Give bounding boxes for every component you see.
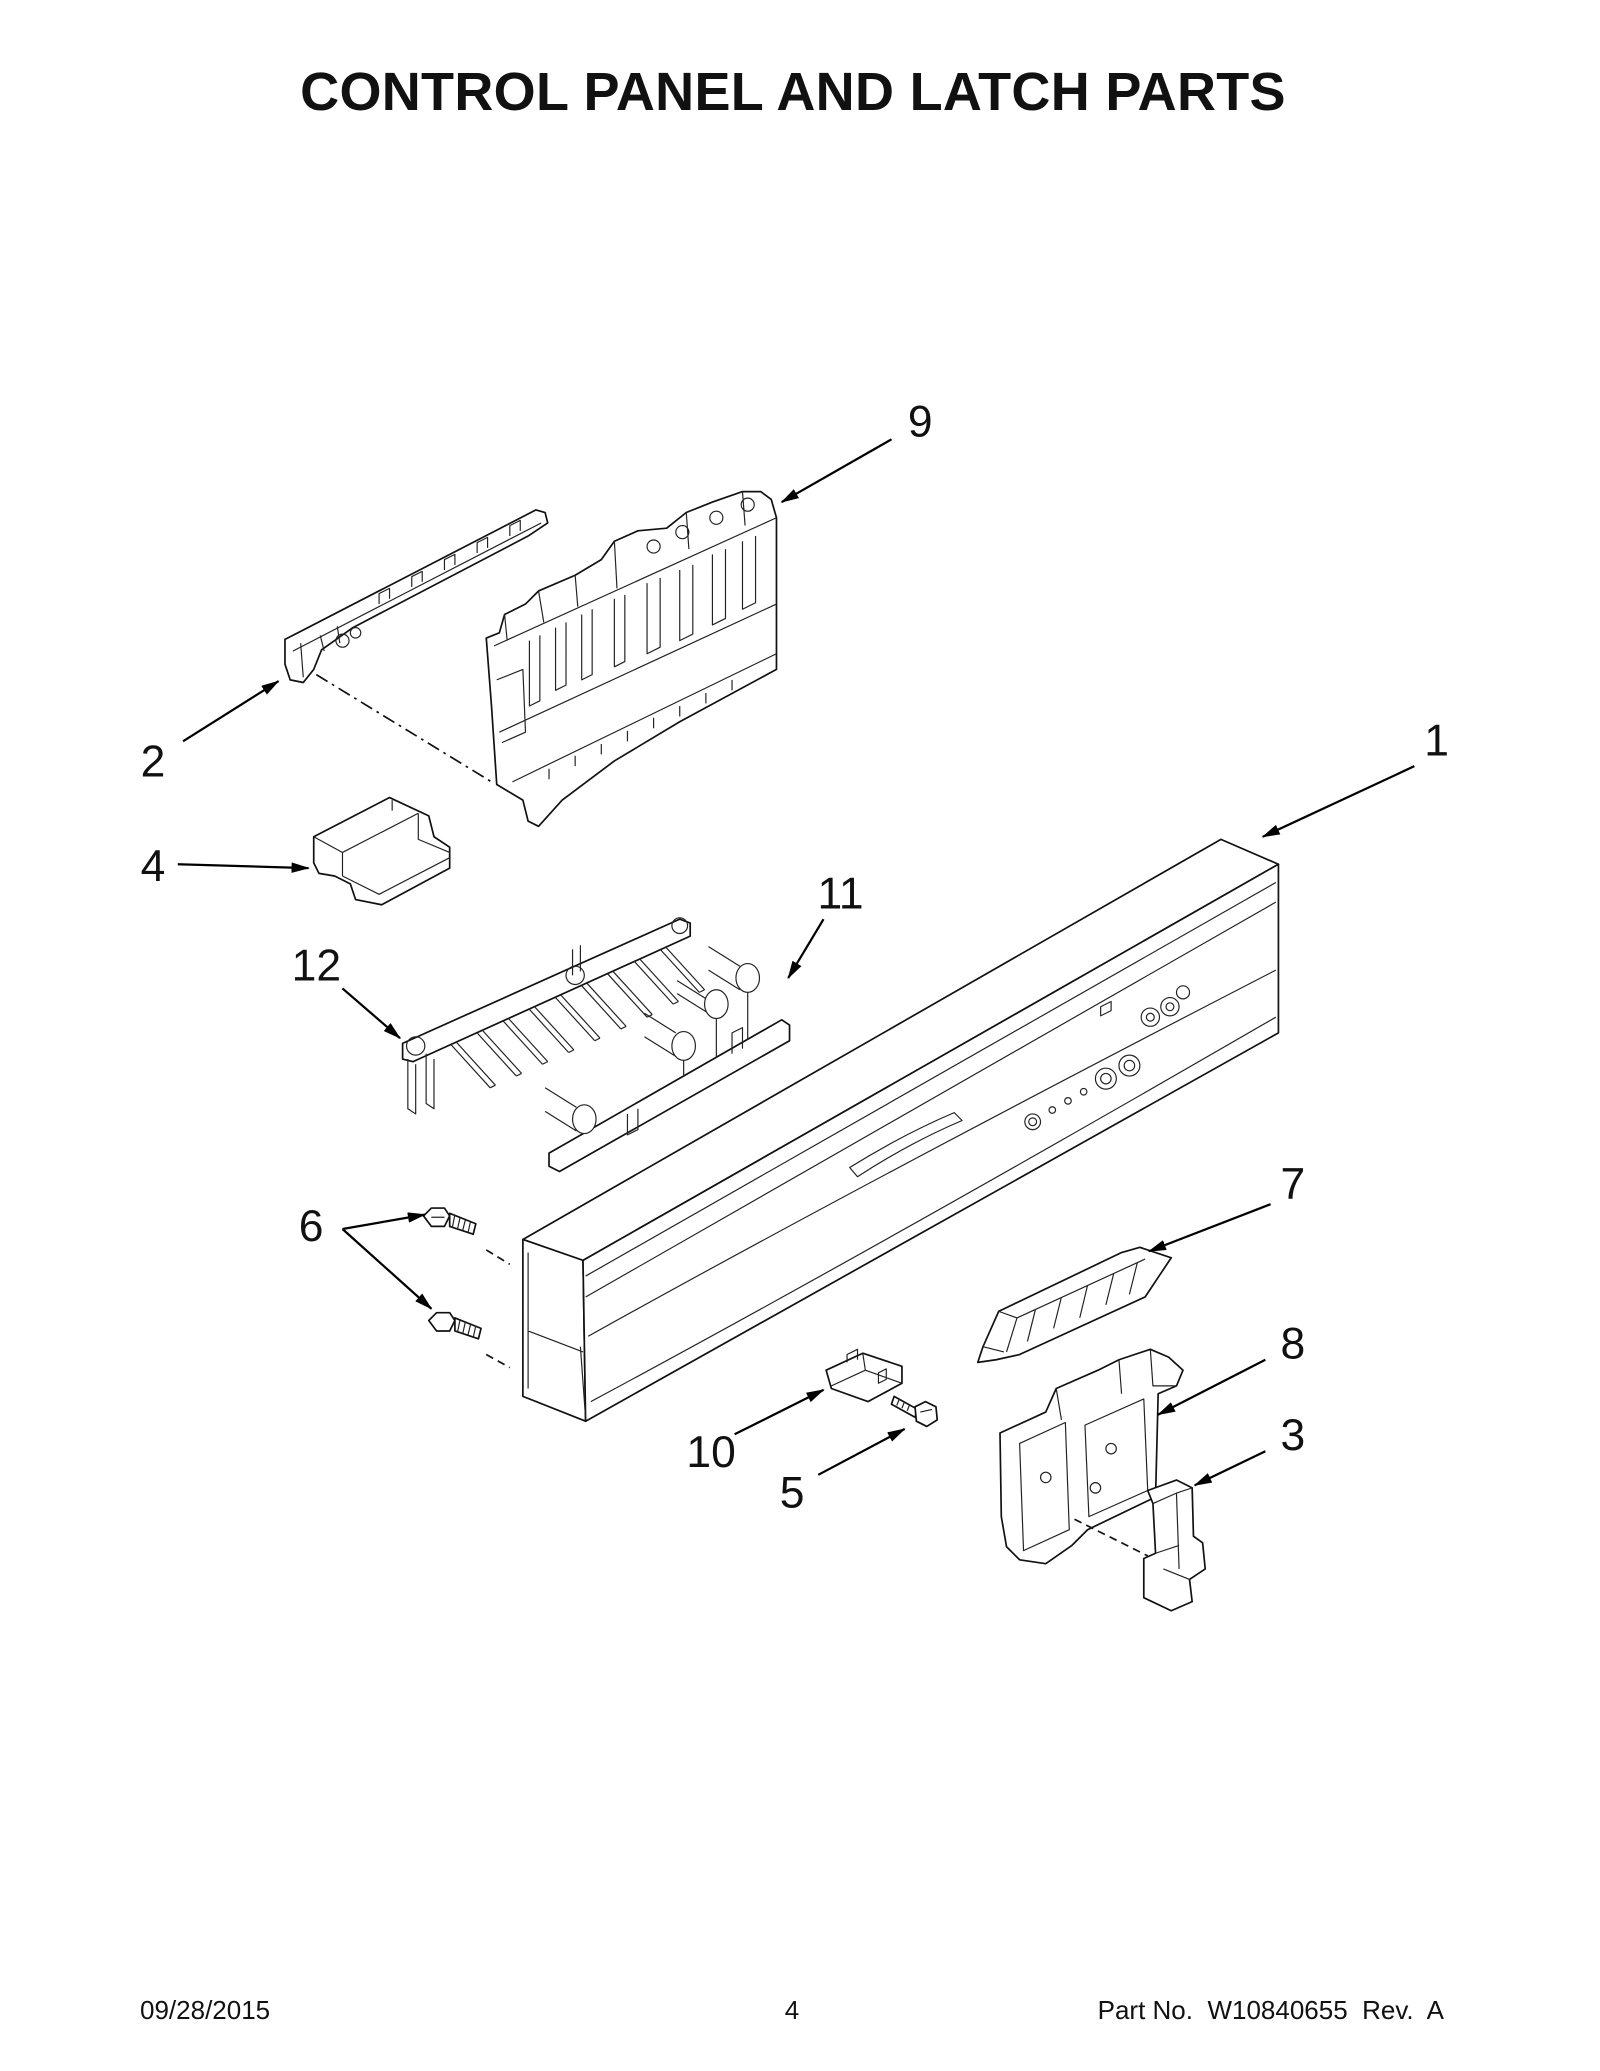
part-4-drawing — [312, 796, 451, 906]
alignment-line-8-to-3 — [1074, 1518, 1149, 1557]
leader-arrow-2 — [182, 680, 280, 743]
actuator-cap — [703, 989, 729, 1020]
callout-5: 5 — [780, 1468, 805, 1517]
actuator-cap — [735, 963, 761, 993]
insertion-lines-6 — [485, 1249, 511, 1369]
part-9-drawing — [485, 490, 778, 828]
part-2-drawing — [284, 509, 549, 684]
actuator-cap — [571, 1104, 597, 1135]
part-10-drawing — [825, 1348, 903, 1403]
callout-3: 3 — [1280, 1411, 1305, 1460]
part-12-drawing — [401, 917, 706, 1115]
leader-arrow-5 — [817, 1428, 906, 1476]
part-5-drawing — [890, 1395, 939, 1428]
callout-labels: 9 2 1 4 11 12 6 7 8 10 3 5 — [141, 398, 1449, 1518]
callout-9: 9 — [908, 398, 933, 447]
leader-arrows — [177, 438, 1415, 1487]
actuator-cap — [671, 1030, 697, 1061]
alignment-line-2-to-9 — [315, 673, 492, 783]
callout-1: 1 — [1424, 717, 1449, 766]
callout-10: 10 — [686, 1428, 735, 1477]
part-3-drawing — [1142, 1479, 1207, 1612]
part-7-drawing — [976, 1246, 1173, 1364]
leader-arrow-6b — [341, 1228, 433, 1310]
part-11-drawing — [544, 946, 791, 1173]
leader-arrow-9 — [780, 438, 893, 504]
leader-arrow-4 — [177, 862, 310, 873]
callout-6: 6 — [299, 1202, 324, 1251]
callout-7: 7 — [1280, 1160, 1305, 1209]
part-6-drawing — [422, 1207, 482, 1340]
leader-arrow-11 — [787, 918, 825, 980]
callout-2: 2 — [141, 738, 166, 787]
leader-arrow-8 — [1157, 1358, 1266, 1416]
leader-arrow-1 — [1261, 765, 1415, 838]
footer-part-number: Part No. W10840655 Rev. A — [1097, 1995, 1444, 2025]
leader-arrow-3 — [1193, 1450, 1266, 1487]
footer-date: 09/28/2015 — [140, 1995, 271, 2025]
callout-4: 4 — [141, 842, 166, 891]
leader-arrow-10 — [734, 1388, 825, 1436]
page-title: CONTROL PANEL AND LATCH PARTS — [300, 62, 1286, 122]
callout-8: 8 — [1280, 1319, 1305, 1368]
part-8-drawing — [999, 1348, 1184, 1565]
leader-arrow-6a — [342, 1212, 427, 1231]
callout-11: 11 — [817, 870, 863, 919]
leader-arrow-12 — [341, 987, 401, 1039]
part-1-drawing — [522, 838, 1280, 1423]
callout-12: 12 — [292, 942, 341, 991]
leader-arrow-7 — [1147, 1203, 1271, 1253]
footer-page-number: 4 — [784, 1995, 800, 2025]
